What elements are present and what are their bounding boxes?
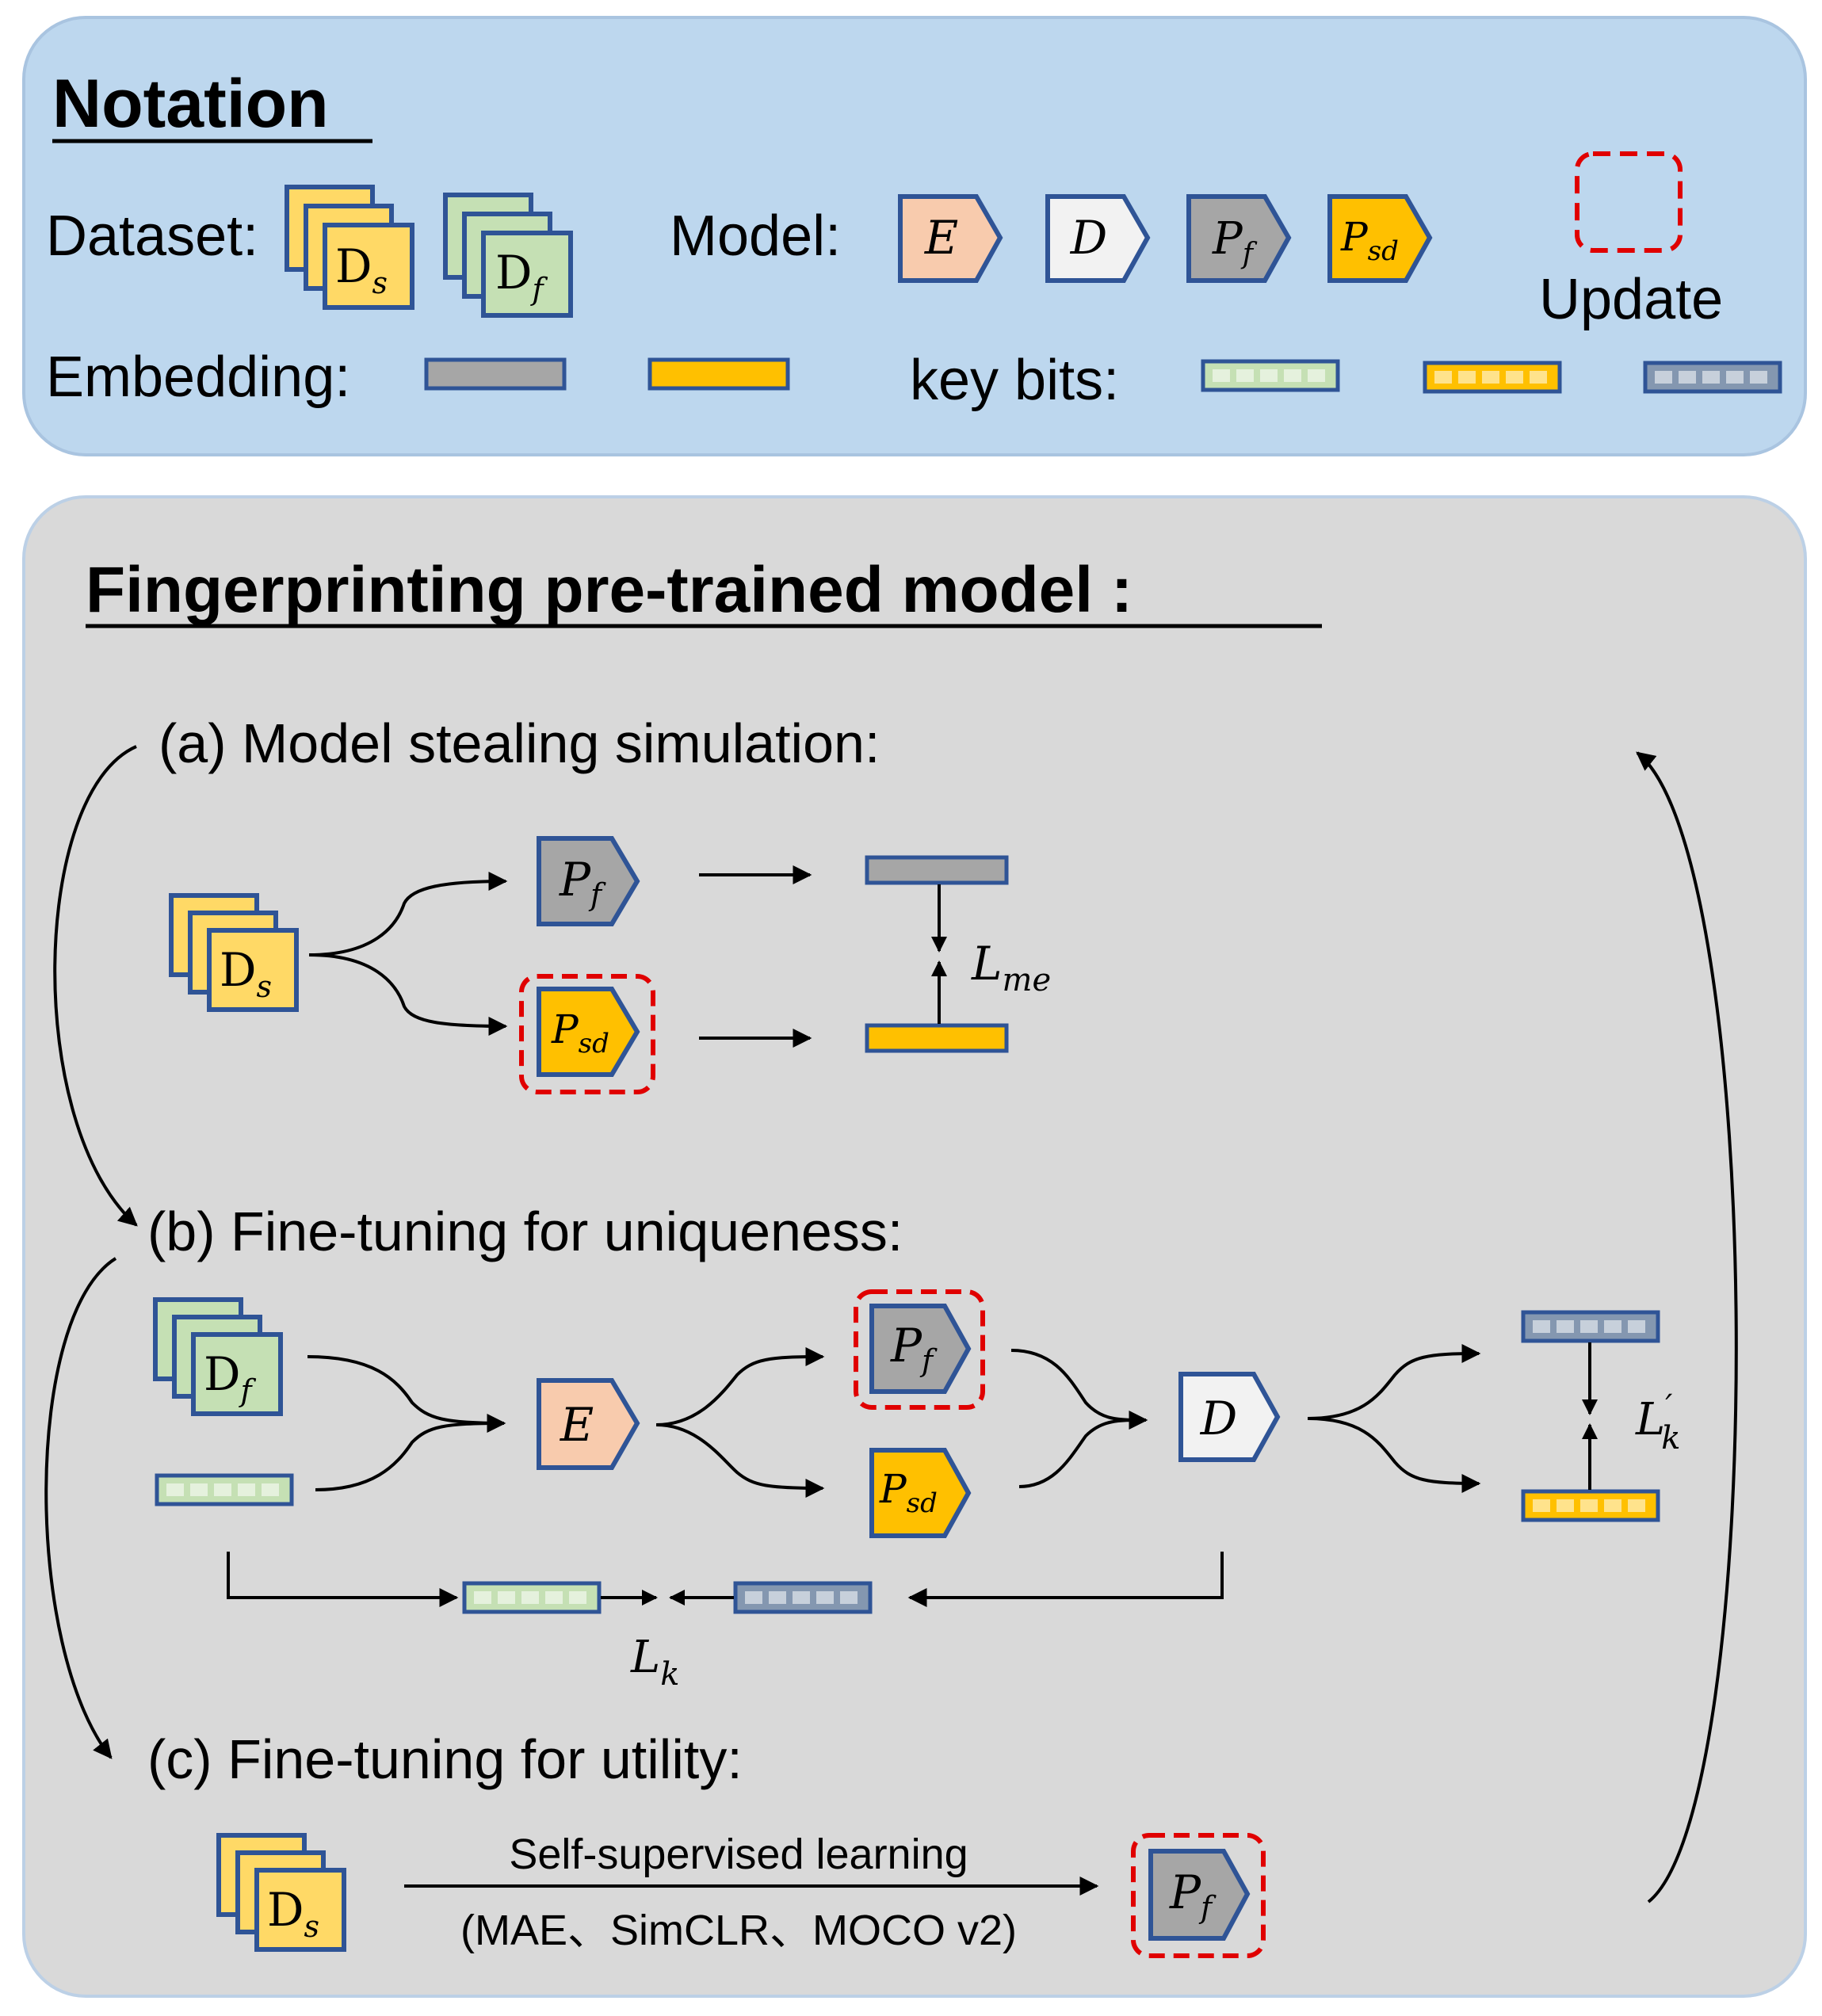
- b-decoder: D: [1178, 1372, 1281, 1462]
- b-arrow-d-to-orangebits: [1307, 1417, 1481, 1493]
- c-pf-model: Pf: [1131, 1833, 1266, 1958]
- b-arrow-d-to-lk: [907, 1552, 1224, 1607]
- step-c-label: (c) Fine-tuning for utility:: [147, 1728, 743, 1790]
- b-lk-gray-keybits: [735, 1583, 870, 1612]
- svg-text:Ds: Ds: [267, 1883, 319, 1944]
- svg-text:Pf: Pf: [1169, 1865, 1217, 1925]
- a-psd-model: Psd: [519, 974, 655, 1094]
- keybits-gray-icon: [1645, 363, 1780, 391]
- decoder-icon: D: [1045, 194, 1151, 283]
- b-arrow-e-to-psd: [655, 1423, 825, 1498]
- encoder-icon: E: [898, 194, 1003, 283]
- svg-text:Ds: Ds: [335, 239, 388, 300]
- update-legend-box: [1575, 151, 1683, 253]
- b-lk-label: Lk: [630, 1632, 679, 1693]
- a-arrow-ds-to-pf: [308, 872, 508, 956]
- b-orange-keybits-right: [1523, 1491, 1658, 1520]
- a-gray-embedding: [865, 855, 1009, 885]
- main-title: Fingerprinting pre-trained model :: [86, 554, 1133, 626]
- b-arrow-bits-to-e: [315, 1422, 505, 1491]
- step-a-label: (a) Model stealing simulation:: [159, 712, 880, 774]
- b-psd-model: Psd: [869, 1448, 972, 1538]
- b-arrow-d-to-graybits: [1307, 1344, 1481, 1420]
- b-green-keybits: [157, 1476, 292, 1504]
- embedding-gray-icon: [424, 357, 567, 391]
- svg-text:Psd: Psd: [879, 1466, 938, 1519]
- main-panel: [22, 495, 1807, 1998]
- b-arrow-e-to-pf: [655, 1347, 825, 1426]
- ssl-methods-label: (MAE、SimCLR、MOCO v2): [460, 1907, 1017, 1954]
- b-pf-model: Pf: [854, 1289, 985, 1410]
- keybits-green-icon: [1203, 361, 1338, 390]
- svg-text:Ds: Ds: [220, 943, 272, 1004]
- svg-text:Psd: Psd: [1340, 214, 1399, 267]
- keybits-label: key bits:: [910, 349, 1119, 412]
- svg-text:E: E: [560, 1398, 594, 1452]
- svg-text:D: D: [1200, 1392, 1238, 1445]
- embedding-orange-icon: [647, 357, 790, 391]
- a-orange-embedding: [865, 1023, 1009, 1053]
- b-gray-keybits-right: [1523, 1312, 1658, 1341]
- embedding-label: Embedding:: [46, 346, 350, 409]
- b-dataset-df: Df: [153, 1297, 283, 1416]
- ds-sub: s: [372, 265, 388, 300]
- b-lkp-label: L′k: [1635, 1388, 1681, 1457]
- dataset-label: Dataset:: [46, 204, 258, 268]
- b-arrow-bits-to-lk: [227, 1552, 459, 1607]
- b-arrow-df-to-e: [307, 1355, 506, 1433]
- a-lme-label: Lme: [971, 937, 1051, 998]
- svg-text:D: D: [1070, 211, 1108, 265]
- loop-arrow-a-to-b: [53, 745, 138, 1227]
- b-arrow-pf-to-d: [1010, 1349, 1148, 1430]
- a-dataset-ds: Ds: [169, 893, 299, 1012]
- pf-icon: Pf: [1186, 194, 1292, 283]
- update-label: Update: [1539, 268, 1723, 331]
- dataset-df-icon: Df: [443, 193, 573, 318]
- keybits-orange-icon: [1425, 363, 1560, 391]
- a-arrow-ds-to-psd: [308, 953, 508, 1036]
- b-arrow-psd-to-d: [1018, 1418, 1147, 1488]
- step-b-label: (b) Fine-tuning for uniqueness:: [147, 1201, 903, 1262]
- psd-icon: Psd: [1327, 194, 1433, 283]
- svg-text:Psd: Psd: [551, 1006, 609, 1060]
- loop-arrow-c-to-a: [1636, 751, 1738, 1903]
- dataset-ds-icon: Ds: [285, 185, 414, 310]
- svg-text:E: E: [924, 211, 958, 265]
- b-encoder: E: [537, 1378, 640, 1470]
- ssl-label: Self-supervised learning: [509, 1831, 968, 1878]
- loop-arrow-b-to-c: [44, 1257, 117, 1759]
- a-pf-model: Pf: [537, 836, 640, 926]
- df-main: D: [495, 246, 533, 300]
- model-label: Model:: [670, 204, 841, 268]
- c-dataset-ds: Ds: [216, 1833, 346, 1952]
- ds-main: D: [335, 239, 372, 293]
- b-lk-green-keybits: [464, 1583, 599, 1612]
- notation-title: Notation: [52, 66, 329, 142]
